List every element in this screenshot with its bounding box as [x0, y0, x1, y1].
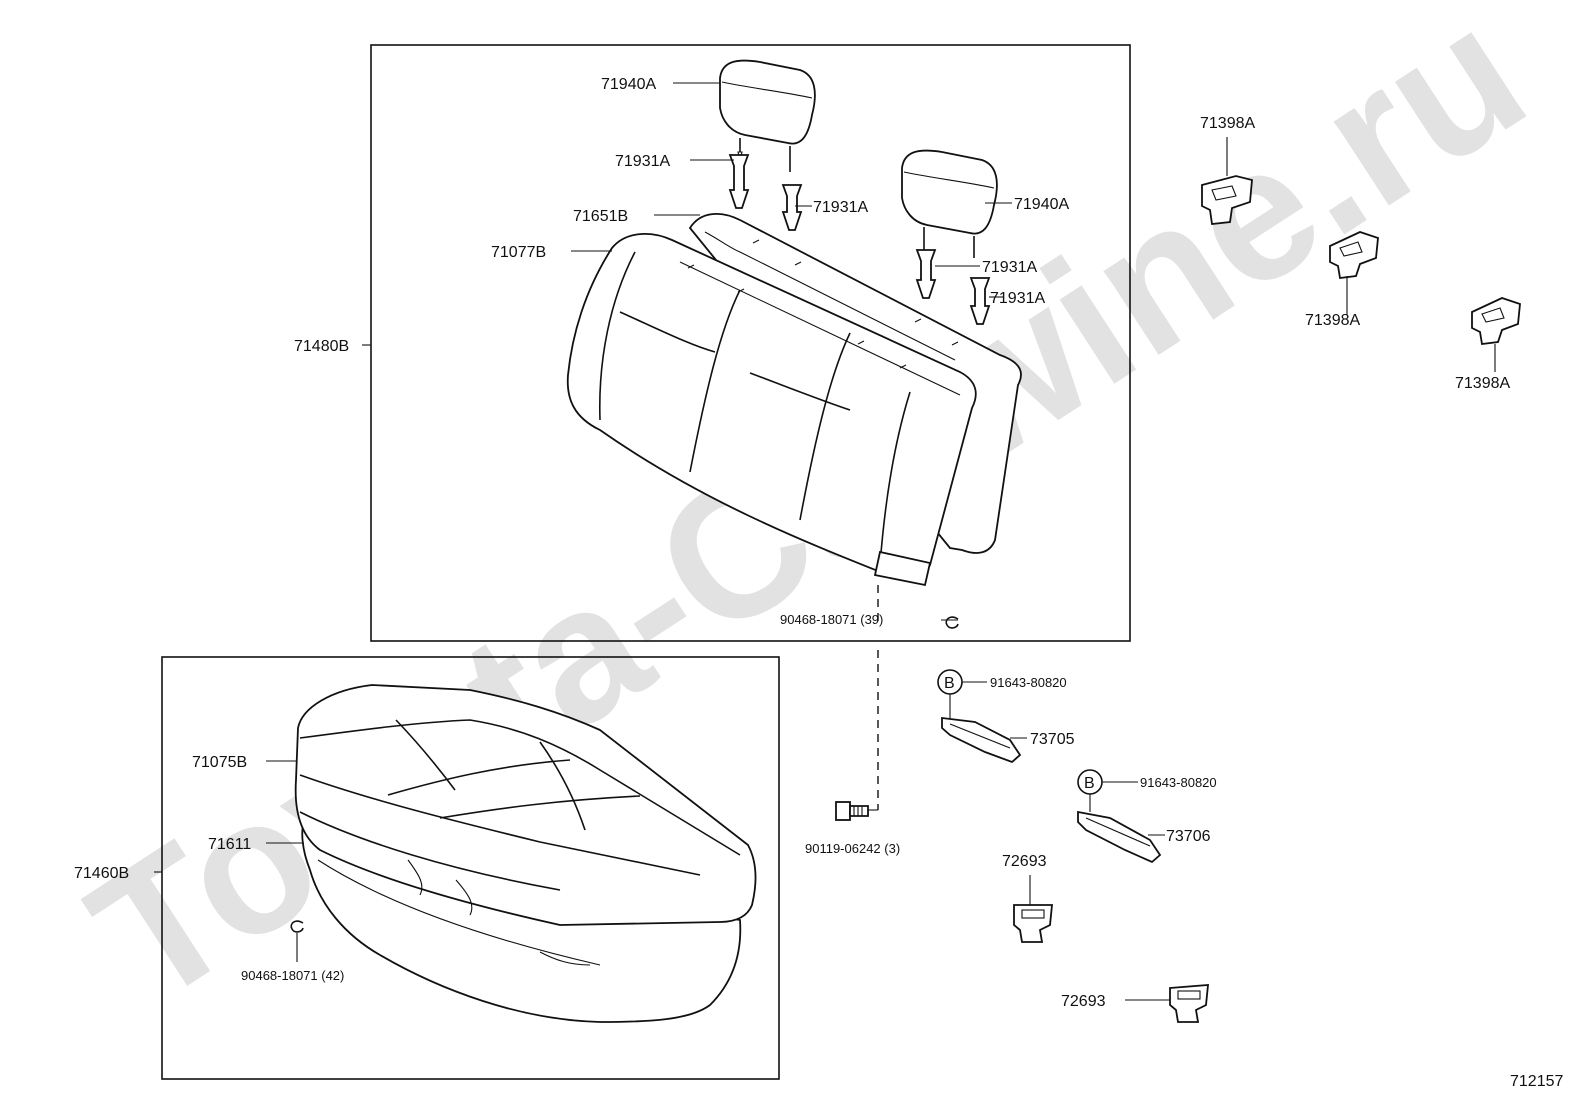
headrest-right: [901, 149, 998, 258]
label-bolt-b-1: 91643-80820: [990, 675, 1067, 690]
label-71077B: 71077B: [491, 244, 546, 261]
label-71075B: 71075B: [192, 754, 247, 771]
clip-parts: [1013, 904, 1210, 1023]
hinge-parts: [941, 716, 1162, 864]
label-71398A-1: 71398A: [1200, 115, 1255, 132]
headrest-supports: [728, 154, 991, 325]
label-71398A-2: 71398A: [1305, 312, 1360, 329]
b-marker-1: B: [937, 669, 963, 695]
label-bolt-b-2: 91643-80820: [1140, 775, 1217, 790]
bolt-icon: [835, 801, 869, 821]
leader-lines: [154, 82, 1496, 1001]
part-labels: 71480B 71940A 71931A 71931A 71940A 71931…: [74, 76, 1563, 1090]
headrest-left: [719, 59, 816, 172]
svg-text:B: B: [944, 675, 955, 692]
seatback-drawing: [566, 213, 1022, 810]
label-71480B: 71480B: [294, 338, 349, 355]
label-71940A-left: 71940A: [601, 76, 656, 93]
label-71931A-3: 71931A: [982, 259, 1037, 276]
label-73705: 73705: [1030, 731, 1075, 748]
cushion-drawing: [294, 684, 757, 1023]
svg-text:B: B: [1084, 775, 1095, 792]
b-marker-2: B: [1077, 769, 1103, 795]
label-71611: 71611: [208, 836, 251, 853]
diagram-id: 712157: [1510, 1073, 1563, 1090]
label-71460B: 71460B: [74, 865, 129, 882]
cushion-frame: [161, 656, 780, 1080]
label-72693-1: 72693: [1002, 853, 1047, 870]
label-73706: 73706: [1166, 828, 1211, 845]
label-71940A-right: 71940A: [1014, 196, 1069, 213]
seatback-frame: [370, 44, 1131, 642]
label-hog-ring-back: 90468-18071 (39): [780, 612, 883, 627]
hog-ring-icons: [290, 616, 959, 933]
cap-parts: [1201, 175, 1521, 346]
label-71931A-4: 71931A: [990, 290, 1045, 307]
label-71931A-1: 71931A: [615, 153, 670, 170]
label-71931A-2: 71931A: [813, 199, 868, 216]
label-71398A-3: 71398A: [1455, 375, 1510, 392]
label-bolt: 90119-06242 (3): [805, 841, 900, 856]
label-hog-ring-cushion: 90468-18071 (42): [241, 968, 344, 983]
label-71651B: 71651B: [573, 208, 628, 225]
label-72693-2: 72693: [1061, 993, 1106, 1010]
